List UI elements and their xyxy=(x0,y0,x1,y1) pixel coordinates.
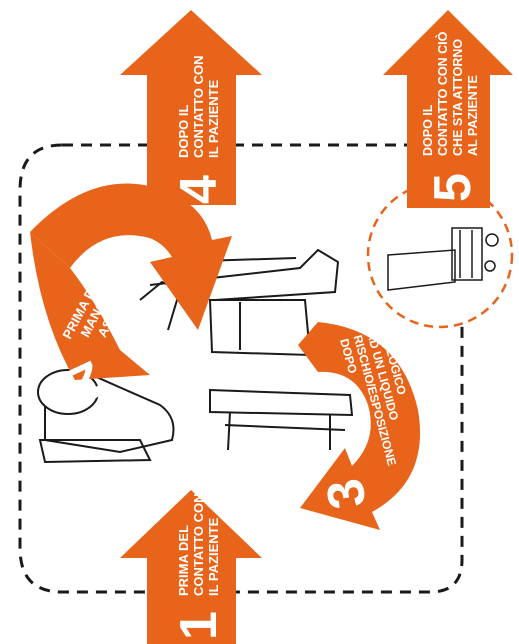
moment-1-arrow: 1 PRIMA DEL CONTATTO CON IL PAZIENTE xyxy=(120,490,262,644)
moment-3-arrow: DOPO RISCHIO/ESPOSIZIONE AD UN LIQUIDO B… xyxy=(298,322,426,530)
moment-4-line-1: DOPO IL xyxy=(176,104,191,158)
moment-4-line-2: CONTATTO CON xyxy=(191,55,206,158)
moment-5-line-4: AL PAZIENTE xyxy=(466,75,480,156)
moment-4-arrow: 4 DOPO IL CONTATTO CON IL PAZIENTE xyxy=(120,10,262,205)
moment-1-line-3: IL PAZIENTE xyxy=(206,517,221,596)
moment-1-number: 1 xyxy=(170,611,228,640)
moment-4-line-3: IL PAZIENTE xyxy=(206,79,221,158)
moment-1-line-2: CONTATTO CON xyxy=(191,493,206,596)
moment-5-arrow: 5 DOPO IL CONTATTO CON CIÒ CHE STA ATTOR… xyxy=(383,10,513,208)
moment-5-line-3: CHE STA ATTORNO xyxy=(451,39,465,156)
moment-5-number: 5 xyxy=(424,173,482,202)
moment-5-line-2: CONTATTO CON CIÒ xyxy=(435,31,450,156)
moment-5-line-1: DOPO IL xyxy=(421,104,435,156)
moment-1-line-1: PRIMA DEL xyxy=(176,525,191,596)
